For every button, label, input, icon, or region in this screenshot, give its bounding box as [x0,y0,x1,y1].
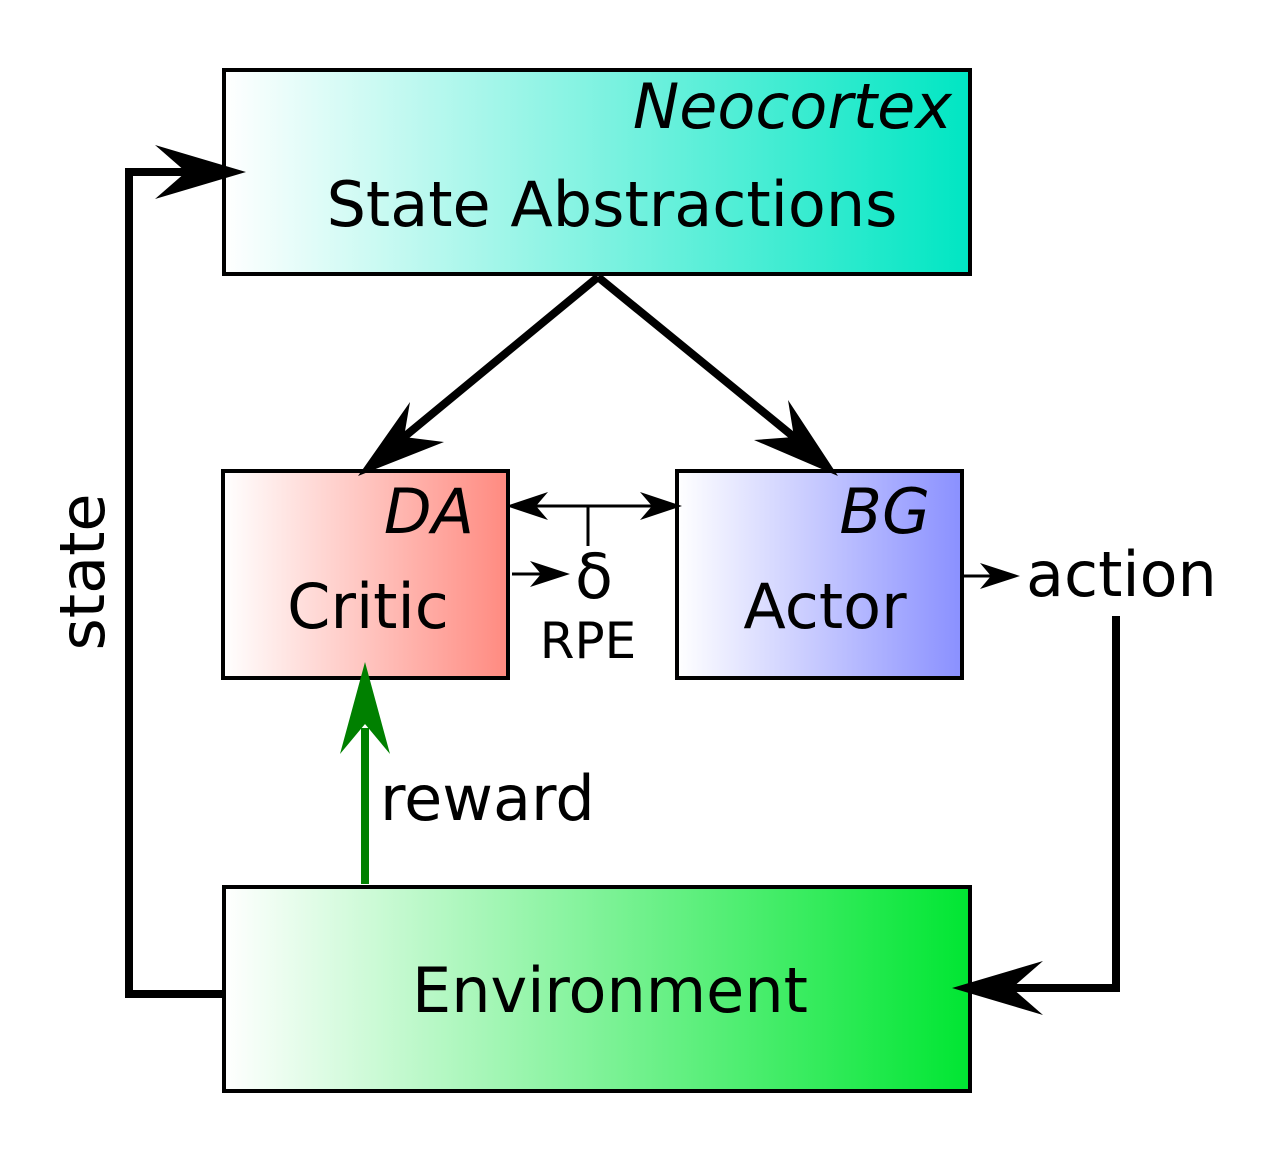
actor-box-rect [675,469,964,680]
reward-label: reward [380,762,595,835]
environment-box: Environment [222,885,972,1093]
state-label: state [46,493,119,650]
delta-symbol: δ [575,540,613,613]
critic-box: DA Critic [221,469,510,680]
neocortex-to-critic-line [395,273,601,446]
critic-actor-link [506,492,682,546]
neocortex-box-rect [222,68,972,276]
action-label: action [1026,538,1217,611]
neocortex-to-critic-arrow [358,273,601,476]
state-abstractions-title: State Abstractions [327,168,898,241]
critic-actor-link-head-left [506,492,548,520]
neocortex-region-label: Neocortex [633,70,953,143]
critic-actor-link-head-right [640,492,682,520]
neocortex-to-actor-arrow [595,273,838,476]
critic-box-rect [221,469,510,680]
environment-title: Environment [412,954,808,1027]
actor-region-label: BG [839,475,930,548]
state-arrow-line [125,168,222,998]
actor-to-action-head [980,563,1020,589]
critic-region-label: DA [384,475,474,548]
reward-arrow [340,662,390,884]
action-to-environment-head [952,961,1043,1015]
critic-to-delta-arrow [512,561,570,587]
rpe-label: RPE [540,612,636,670]
neocortex-to-critic-head [358,402,444,476]
actor-box: BG Actor [675,469,964,680]
action-to-environment-arrow [952,616,1120,1015]
state-arrow-head [155,145,246,199]
actor-to-action-arrow [964,563,1020,589]
critic-title: Critic [287,570,449,643]
reward-arrow-head [340,662,390,754]
critic-to-delta-head [530,561,570,587]
state-arrow [125,145,246,998]
action-to-environment-line [1012,616,1120,992]
actor-title: Actor [743,570,907,643]
neocortex-box: Neocortex State Abstractions [222,68,972,276]
neocortex-to-actor-line [595,273,803,446]
neocortex-to-actor-head [754,400,838,476]
environment-box-rect [222,885,972,1093]
